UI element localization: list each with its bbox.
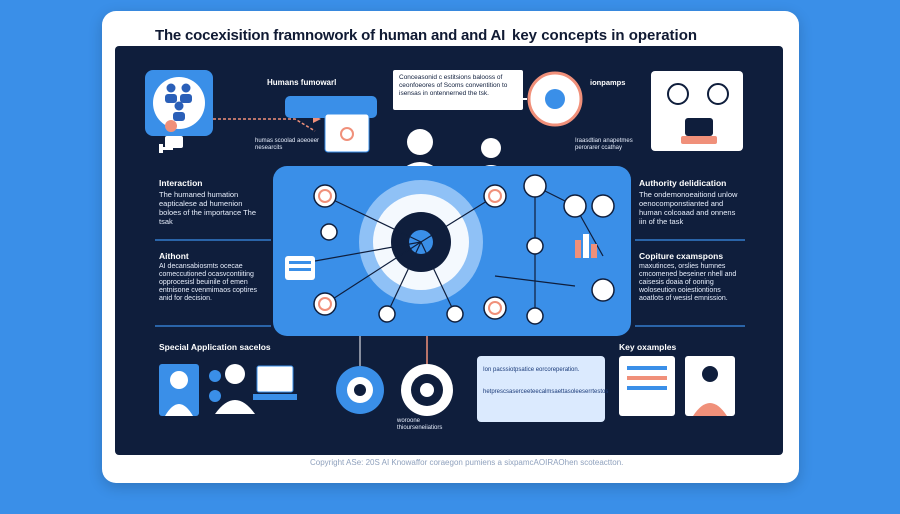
top-note-text: Conceasonid c estitsions balooss of ceon… <box>399 74 508 97</box>
interaction-body: The humaned humation eapticalese ad hume… <box>159 190 257 226</box>
capture-body: maxutinces, orslies humnes cmcomened bes… <box>639 263 737 302</box>
page-title: The cocexisition framnowork of human and… <box>155 27 506 44</box>
person-card-2 <box>685 356 735 416</box>
key-examples-heading: Key oxamples <box>619 342 677 352</box>
laptop-icon <box>256 365 294 393</box>
framework-label-box <box>285 96 377 118</box>
special-apps-heading: Special Application sacelos <box>159 342 271 352</box>
diagram-panel: Humans fumowarl Conceasonid c estitsions… <box>115 46 783 455</box>
capture-heading: Copiture cxamspons <box>639 251 724 261</box>
bar-chart-icon <box>575 234 597 258</box>
diagram-graphics <box>145 70 745 422</box>
aithont-body: AI decansabiosmts ocecae comeccutioned o… <box>159 263 258 302</box>
network-links <box>314 185 604 316</box>
top-right-label: ionpamps <box>590 78 626 87</box>
people-group-icon <box>165 83 192 121</box>
document-panel <box>477 356 605 422</box>
doc-line-2: hetprescsaserceeteecalmsaettasoleeserrte… <box>483 389 609 395</box>
top-note-box <box>393 70 523 110</box>
doc-line-1: Ion pacssiotpsatice eorcoreperation. <box>483 367 580 373</box>
interaction-heading: Interaction <box>159 178 203 188</box>
bottom-note: woroone thiourseneiiatiors <box>397 418 443 431</box>
page-subtitle: key concepts in operation <box>512 27 698 44</box>
copyright-footer: Copyright ASe: 20S AI Knowaffor coraegon… <box>310 458 624 467</box>
network-nodes <box>313 174 615 325</box>
aithont-heading: Aithont <box>159 251 189 261</box>
small-note-left: humas scoolad aoeoeer nesearcits <box>255 138 320 151</box>
human-framework-label: Humans fumowarl <box>267 78 337 87</box>
authority-body: The ondemonoeaitiond unlow oenocomponsti… <box>639 190 738 226</box>
pin-icon <box>159 144 173 153</box>
small-note-right: Iraasdtian anapetmes perorarer ccathay <box>575 138 633 151</box>
person-card-1 <box>159 364 199 416</box>
authority-heading: Authority delidication <box>639 178 727 188</box>
monitor-icon <box>324 113 370 153</box>
